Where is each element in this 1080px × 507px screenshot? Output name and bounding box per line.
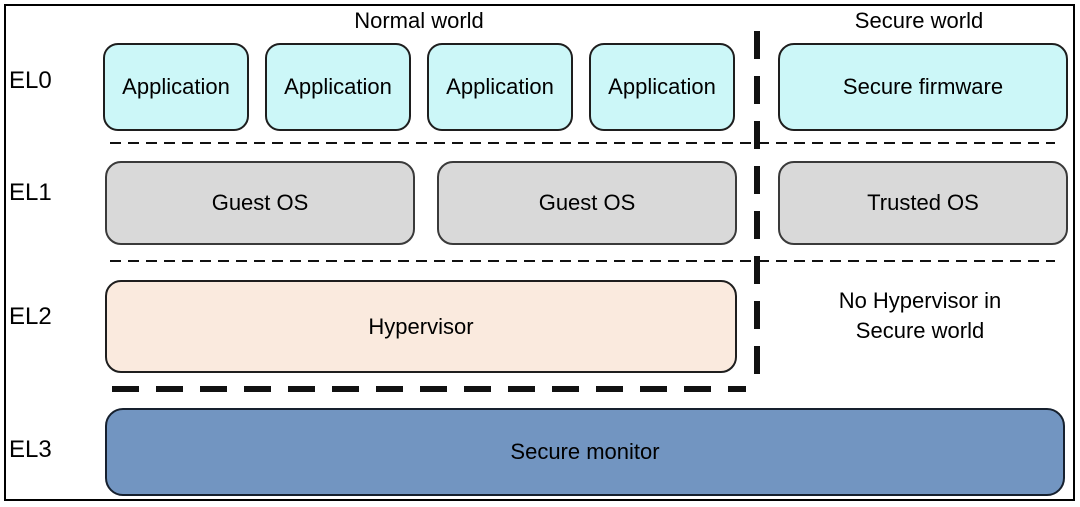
trusted-os-box: Trusted OS — [778, 161, 1068, 245]
guest-os-box: Guest OS — [437, 161, 737, 245]
application-box: Application — [265, 43, 411, 131]
no-hypervisor-note: No Hypervisor in Secure world — [772, 286, 1068, 346]
guest-os-box: Guest OS — [105, 161, 415, 245]
el0-application-row: Application Application Application Appl… — [103, 43, 735, 131]
no-hypervisor-note-line1: No Hypervisor in — [838, 288, 1002, 313]
el2-label: EL2 — [9, 303, 52, 330]
application-box: Application — [103, 43, 249, 131]
normal-secure-world-divider-line — [754, 31, 760, 390]
el1-label: EL1 — [9, 179, 52, 206]
el2-el3-divider-line — [112, 386, 746, 392]
el0-label: EL0 — [9, 67, 52, 94]
no-hypervisor-note-line2: Secure world — [855, 318, 985, 343]
el0-el1-divider-line — [110, 142, 1055, 145]
hypervisor-box: Hypervisor — [105, 280, 737, 373]
secure-world-header: Secure world — [854, 8, 984, 33]
normal-world-header: Normal world — [354, 8, 484, 33]
application-box: Application — [589, 43, 735, 131]
secure-monitor-box: Secure monitor — [105, 408, 1065, 496]
el1-el2-divider-line — [110, 260, 1055, 263]
diagram-outer-border — [4, 4, 1075, 501]
application-box: Application — [427, 43, 573, 131]
el3-label: EL3 — [9, 436, 52, 463]
secure-firmware-box: Secure firmware — [778, 43, 1068, 131]
